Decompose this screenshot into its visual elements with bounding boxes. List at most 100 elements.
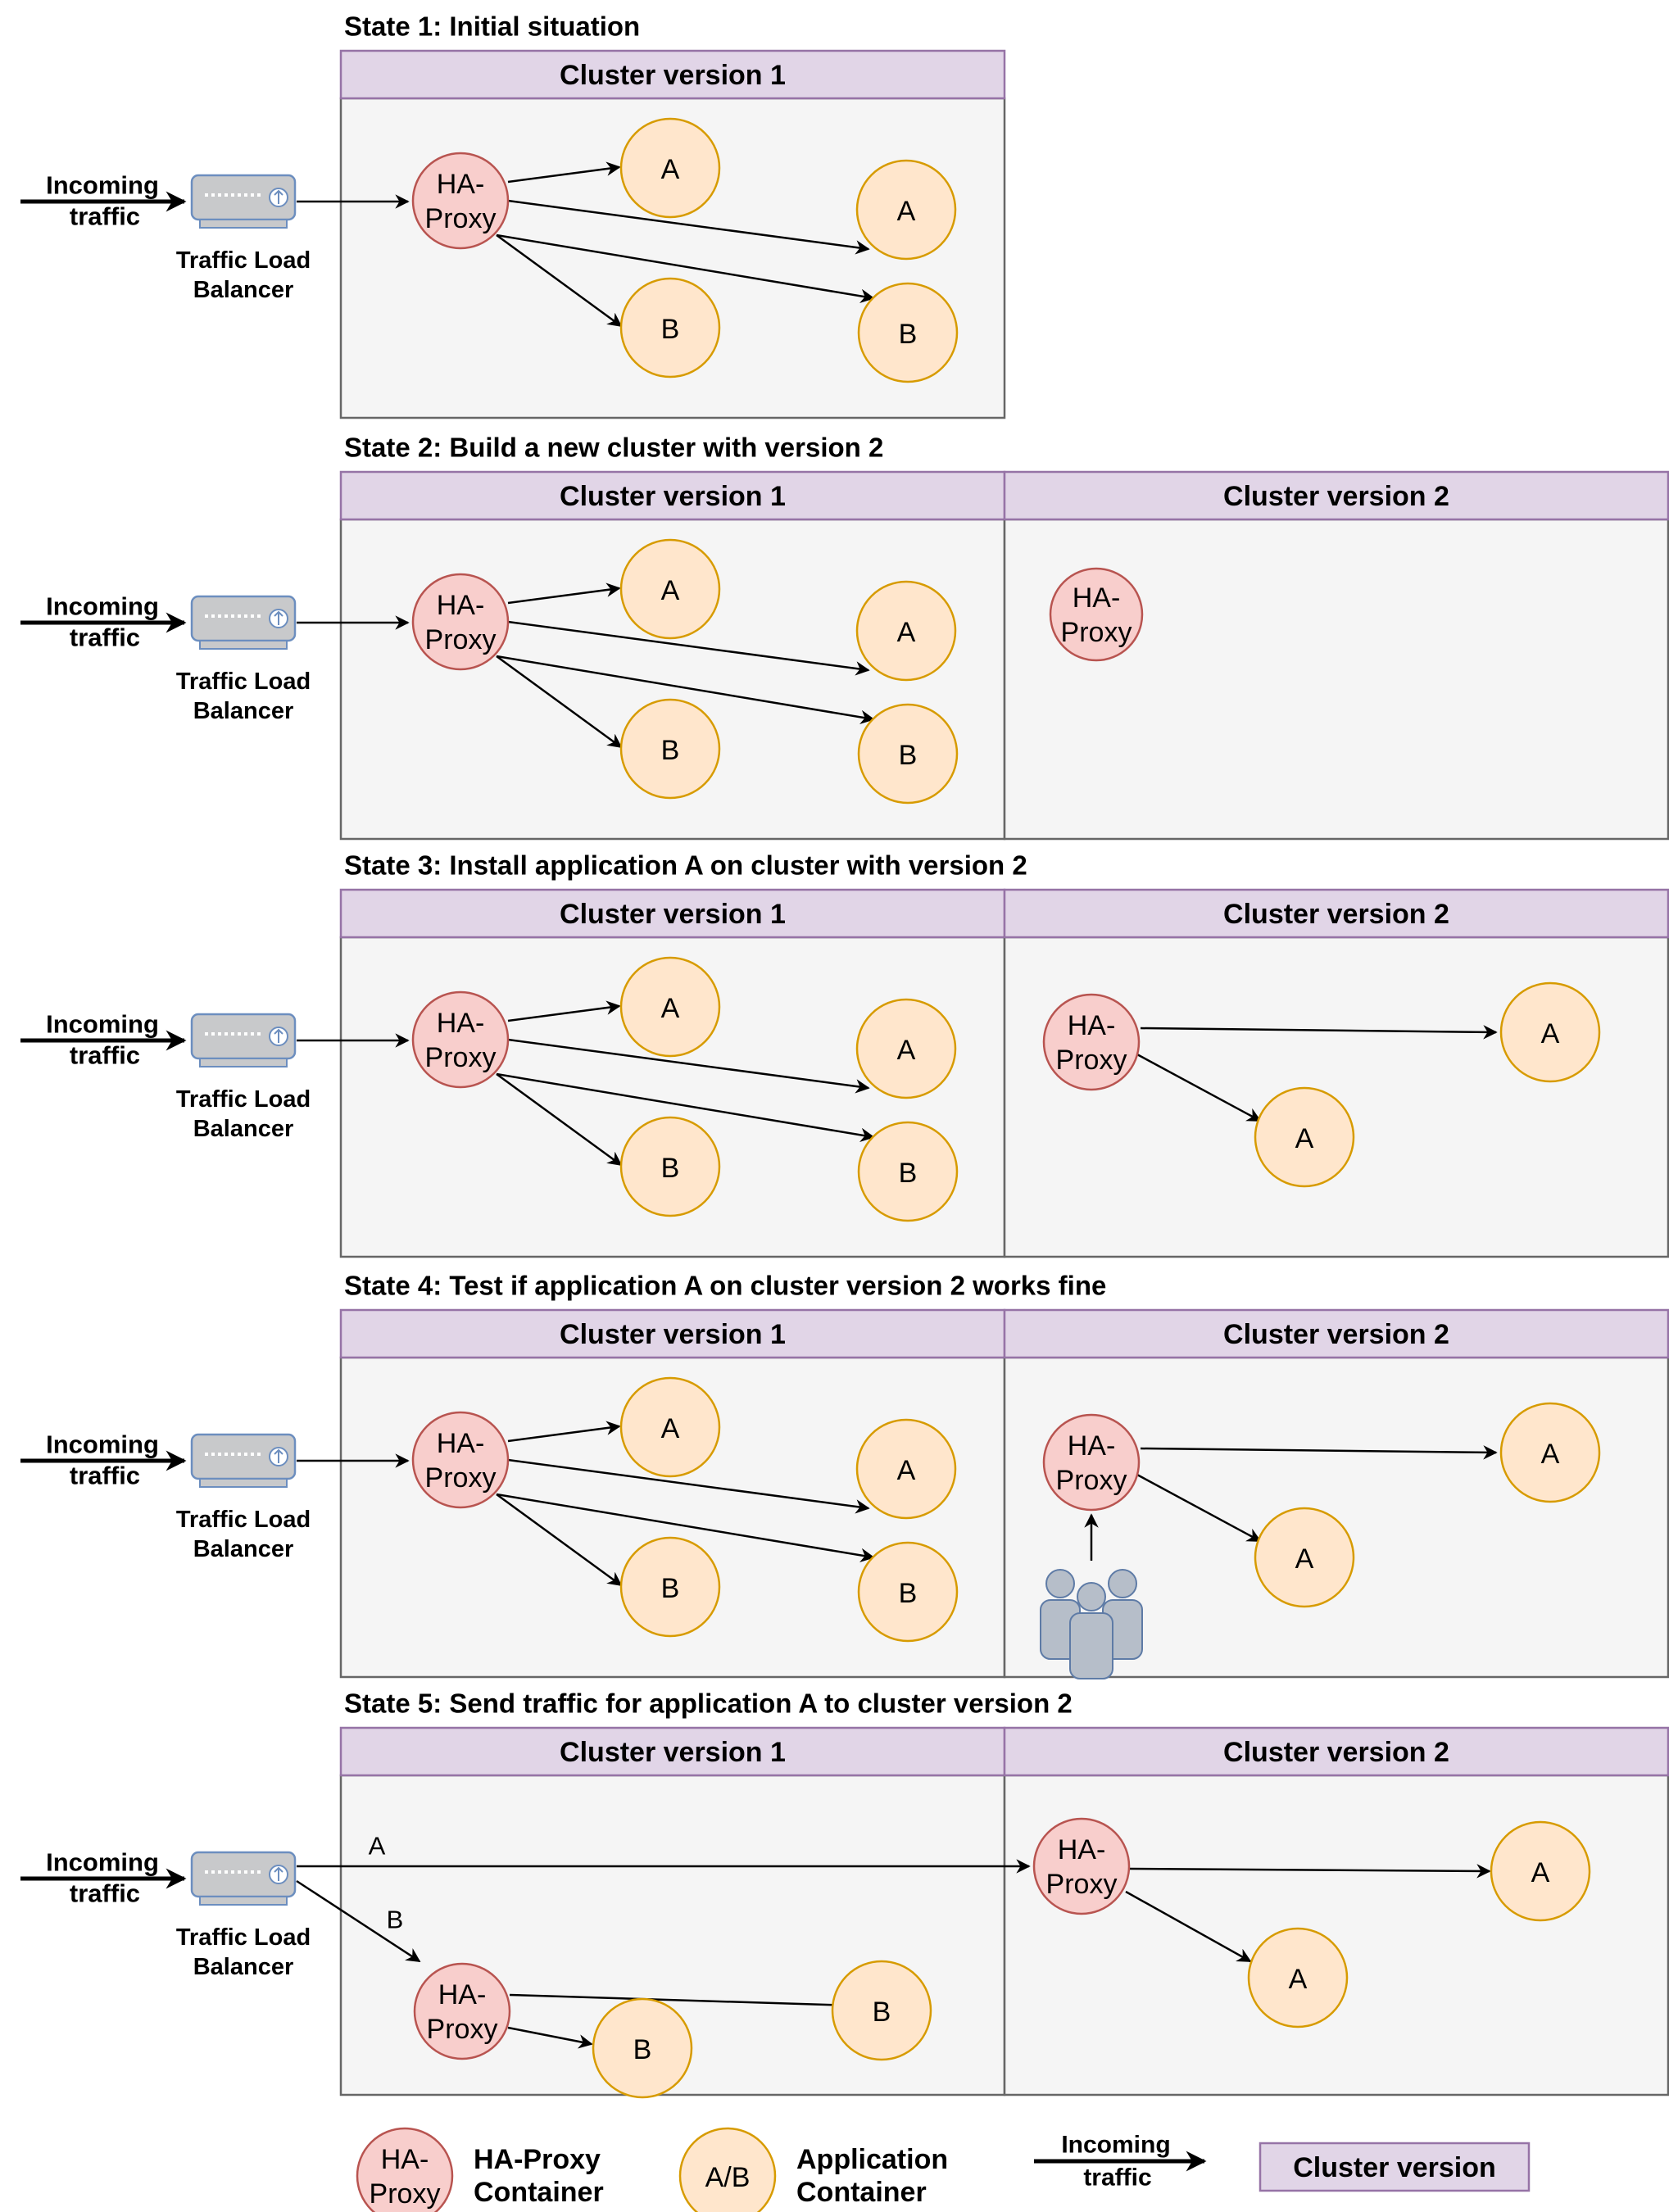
ha-proxy-label: Proxy (425, 1042, 497, 1073)
led-icon (218, 1870, 221, 1874)
led-icon (231, 1870, 234, 1874)
led-icon (244, 614, 247, 618)
led-icon (205, 1870, 208, 1874)
led-icon (211, 1032, 215, 1036)
legend-cluster-swatch (1259, 2142, 1531, 2192)
load-balancer-icon (190, 1851, 297, 1906)
cluster-title: Cluster version 1 (560, 60, 786, 91)
cluster-header (339, 1726, 1006, 1777)
ha-proxy-label: Proxy (1046, 1869, 1118, 1900)
app-circle (855, 1418, 957, 1520)
ha-proxy-label: HA- (438, 1979, 487, 2010)
load-balancer-label: Traffic Load (176, 1507, 311, 1533)
app-label: B (661, 735, 680, 766)
app-a-v1: A (619, 117, 721, 219)
ha-proxy-label: HA- (1068, 1010, 1116, 1041)
route-arrow (507, 199, 870, 255)
incoming-traffic-label: traffic (70, 1879, 140, 1908)
state-title: State 3: Install application A on cluste… (344, 850, 1027, 881)
app-a-v1: A (619, 538, 721, 640)
ha-proxy-label: Proxy (1061, 617, 1132, 648)
app-circle (1499, 981, 1601, 1083)
route-arrow (507, 2026, 593, 2049)
incoming-traffic-label: traffic (70, 623, 140, 652)
load-balancer-base (199, 640, 288, 650)
app-label: B (899, 1578, 918, 1609)
ha-proxy-label: HA- (437, 1008, 485, 1039)
app-label: A (1295, 1543, 1314, 1575)
app-circle (1254, 1086, 1355, 1188)
route-label-a: A (369, 1832, 386, 1861)
route-arrow (507, 161, 621, 184)
app-a-v2: A (1254, 1507, 1355, 1608)
app-a-v2: A (1499, 981, 1601, 1083)
route-arrow (507, 1038, 870, 1094)
incoming-traffic-label: Incoming (46, 592, 159, 621)
led-icon (251, 1032, 254, 1036)
app-label: A (1531, 1857, 1550, 1888)
load-balancer-icon (190, 174, 297, 229)
state-title: State 2: Build a new cluster with versio… (344, 433, 883, 463)
cluster-title: Cluster version 2 (1223, 899, 1449, 930)
legend-app-icon: A/B (678, 2127, 777, 2212)
app-label: A (661, 154, 680, 185)
app-circle (1499, 1402, 1601, 1503)
user-head-icon (1108, 1569, 1137, 1598)
led-icon (218, 614, 221, 618)
ha-proxy-v1: HA-Proxy (413, 1962, 511, 2060)
app-circle (678, 2127, 777, 2212)
app-label: A/B (705, 2162, 751, 2193)
led-icon (205, 614, 208, 618)
app-a-v2: A (1247, 1927, 1349, 2028)
app-a-v1: A (855, 998, 957, 1099)
port-arrow-icon (274, 189, 283, 204)
route-arrow (507, 620, 870, 676)
ha-proxy-v2: HA-Proxy (1042, 1413, 1141, 1512)
load-balancer-label: Traffic Load (176, 1086, 311, 1113)
led-icon (238, 1032, 241, 1036)
app-circle (592, 1997, 693, 2099)
incoming-traffic-label: Incoming (46, 1848, 159, 1877)
app-circle (1254, 1507, 1355, 1608)
led-icon (224, 1032, 228, 1036)
app-label: A (897, 617, 916, 648)
app-label: A (1541, 1439, 1560, 1470)
cluster-title: Cluster version 1 (560, 899, 786, 930)
legend-cluster-label: Cluster version (1293, 2152, 1496, 2183)
load-balancer-icon (190, 1013, 297, 1067)
ha-proxy-label: Proxy (1056, 1465, 1127, 1496)
app-circle (619, 538, 721, 640)
led-icon (224, 1453, 228, 1456)
ha-proxy-label: Proxy (425, 1462, 497, 1494)
state-title: State 1: Initial situation (344, 11, 640, 42)
route-arrow (509, 1993, 854, 2013)
cluster-title: Cluster version 2 (1223, 1319, 1449, 1350)
app-b-v1: B (619, 1536, 721, 1638)
user-head-icon (1077, 1582, 1106, 1611)
app-a-v1: A (855, 1418, 957, 1520)
app-label: B (873, 1997, 891, 2028)
app-label: B (899, 319, 918, 350)
incoming-traffic-label: Incoming (46, 171, 159, 200)
app-a-v2: A (1254, 1086, 1355, 1188)
route-arrow (496, 1493, 875, 1563)
app-circle (857, 703, 959, 805)
app-circle (855, 998, 957, 1099)
legend-app-label: Container (796, 2177, 927, 2208)
load-balancer-icon (190, 595, 297, 650)
ha-proxy-label: HA- (381, 2144, 429, 2175)
app-label: A (661, 575, 680, 606)
load-balancer-label: Balancer (193, 1536, 294, 1562)
led-icon (231, 1453, 234, 1456)
led-icon (238, 193, 241, 197)
load-balancer-label: Balancer (193, 1954, 294, 1980)
led-icon (218, 1453, 221, 1456)
app-circle (619, 1116, 721, 1217)
ha-proxy-circle (356, 2127, 454, 2212)
ha-proxy-circle (1049, 567, 1144, 662)
app-label: B (661, 1573, 680, 1604)
app-label: A (897, 196, 916, 227)
led-icon (211, 614, 215, 618)
app-label: A (1289, 1964, 1308, 1995)
app-b-v1: B (619, 277, 721, 378)
